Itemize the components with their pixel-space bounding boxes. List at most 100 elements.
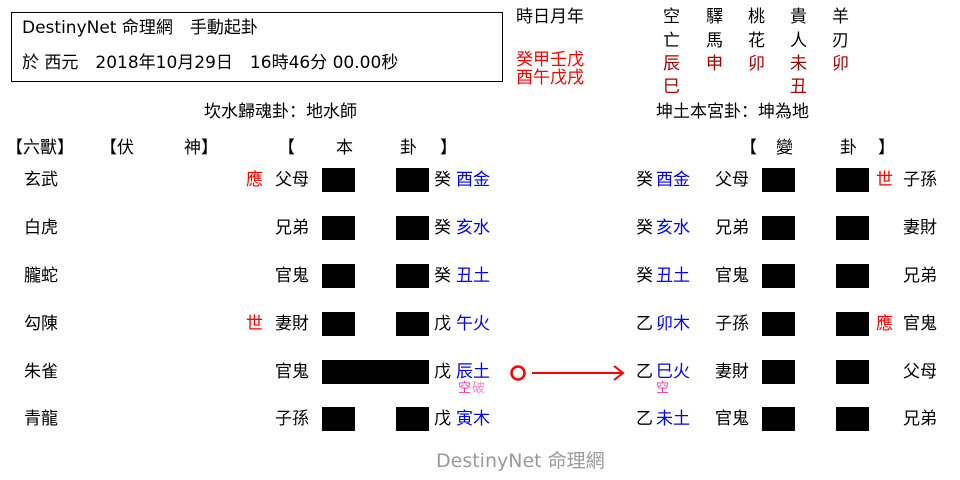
shensha-yang-2: 刃 [832, 31, 849, 51]
shensha-gui-2: 人 [790, 31, 807, 51]
stem: 癸 [434, 266, 451, 286]
change-branch-element: 未土 [656, 409, 690, 429]
shensha-yang-1: 羊 [832, 7, 849, 27]
moving-line-arrow-icon [510, 365, 625, 381]
change-yin-line-right [836, 312, 869, 336]
relative: 官鬼 [275, 266, 309, 286]
change-branch-element: 丑土 [656, 266, 690, 286]
liushou: 青龍 [24, 409, 58, 429]
change-yin-line-right [836, 360, 869, 384]
change-stem: 乙 [636, 409, 653, 429]
change-yin-line-right [836, 407, 869, 431]
yin-line-right [396, 168, 429, 192]
branch-element: 酉金 [456, 170, 490, 190]
yin-line-right [396, 312, 429, 336]
liushou: 朧蛇 [24, 266, 58, 286]
stem: 戊 [434, 409, 451, 429]
change-yin-line-left [762, 360, 795, 384]
branch-element: 丑土 [456, 266, 490, 286]
header-biangua-close: 】 [878, 138, 895, 158]
shensha-kong-v1: 辰 [663, 54, 680, 74]
relative: 子孫 [275, 409, 309, 429]
change-stem: 乙 [636, 314, 653, 334]
shi-ying-mark: 世 [246, 314, 263, 334]
shensha-kong-v2: 巳 [663, 77, 680, 97]
change-shi-ying-mark: 世 [876, 170, 893, 190]
shensha-tao-v1: 卯 [748, 54, 765, 74]
shensha-gui-1: 貴 [790, 7, 807, 27]
header-date: 於 西元 2018年10月29日 16時46分 00.00秒 [22, 53, 399, 73]
kong-mark: 空 [458, 381, 472, 396]
change-yin-line-right [836, 168, 869, 192]
change-yin-line-left [762, 312, 795, 336]
branch-element: 寅木 [456, 409, 490, 429]
watermark: DestinyNet 命理網 [436, 450, 605, 472]
header-biangua-2: 卦 [840, 138, 857, 158]
yin-line-left [322, 264, 355, 288]
yin-line-left [322, 407, 355, 431]
change-stem: 癸 [636, 218, 653, 238]
change-relative: 兄弟 [715, 218, 749, 238]
change-relative: 妻財 [715, 362, 749, 382]
relative: 兄弟 [275, 218, 309, 238]
po-mark: 破 [472, 381, 486, 396]
change-relative: 父母 [715, 170, 749, 190]
stem: 癸 [434, 170, 451, 190]
liushou: 白虎 [24, 218, 58, 238]
change-yin-line-right [836, 216, 869, 240]
relative: 父母 [275, 170, 309, 190]
header-fushen-open: 【伏 [100, 138, 134, 158]
header-bengua-1: 本 [336, 138, 353, 158]
shi-ying-mark: 應 [246, 170, 263, 190]
shensha-tao-2: 花 [748, 31, 765, 51]
header-box [11, 12, 503, 82]
header-bengua-2: 卦 [400, 138, 417, 158]
change-right-relative: 兄弟 [903, 266, 937, 286]
header-fushen-close: 神】 [184, 138, 218, 158]
shensha-yi-1: 驛 [706, 7, 723, 27]
yin-line-right [396, 264, 429, 288]
change-yin-line-left [762, 216, 795, 240]
change-yin-line-left [762, 168, 795, 192]
stem: 戊 [434, 314, 451, 334]
change-relative: 子孫 [715, 314, 749, 334]
shensha-tao-1: 桃 [748, 7, 765, 27]
shensha-gui-v2: 丑 [790, 77, 807, 97]
shensha-kong-1: 空 [663, 7, 680, 27]
change-kong-mark: 空 [656, 381, 670, 396]
liushou: 朱雀 [24, 362, 58, 382]
header-title: DestinyNet 命理網 手動起卦 [22, 18, 258, 38]
yin-line-left [322, 312, 355, 336]
liushou: 勾陳 [24, 314, 58, 334]
change-relative: 官鬼 [715, 266, 749, 286]
branch-element: 辰土 [456, 362, 490, 382]
change-branch-element: 亥水 [656, 218, 690, 238]
ganzhi-label: 時日月年 [516, 7, 584, 27]
change-yin-line-left [762, 407, 795, 431]
yin-line-right [396, 407, 429, 431]
change-branch-element: 卯木 [656, 314, 690, 334]
change-stem: 乙 [636, 362, 653, 382]
header-bengua-open: 【 [278, 138, 295, 158]
stem: 戊 [434, 362, 451, 382]
relative: 妻財 [275, 314, 309, 334]
stem: 癸 [434, 218, 451, 238]
change-gua-title: 坤土本宮卦：坤為地 [656, 102, 809, 122]
header-biangua-open: 【 [740, 138, 757, 158]
yin-line-right [396, 216, 429, 240]
yin-line-left [322, 216, 355, 240]
change-stem: 癸 [636, 170, 653, 190]
shensha-yang-v1: 卯 [832, 54, 849, 74]
header-biangua-1: 變 [776, 138, 793, 158]
shensha-yi-v1: 申 [706, 54, 723, 74]
yin-line-left [322, 168, 355, 192]
ganzhi-stems: 癸甲壬戊 [516, 50, 584, 70]
shensha-kong-2: 亡 [663, 31, 680, 51]
change-yin-line-left [762, 264, 795, 288]
relative: 官鬼 [275, 362, 309, 382]
main-gua-title: 坎水歸魂卦：地水師 [204, 102, 357, 122]
branch-element: 亥水 [456, 218, 490, 238]
change-right-relative: 父母 [903, 362, 937, 382]
change-shi-ying-mark: 應 [876, 314, 893, 334]
shensha-yi-2: 馬 [706, 31, 723, 51]
